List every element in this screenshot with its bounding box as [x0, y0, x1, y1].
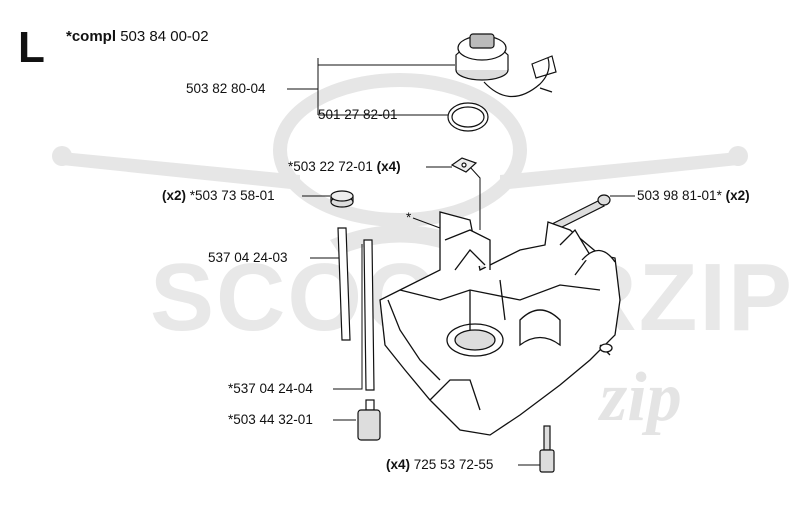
- damper-plate-icon: [450, 157, 478, 173]
- label-rubber-grommet: (x2) *503 73 58-01: [162, 188, 275, 204]
- rubber-grommet-icon: [330, 190, 354, 208]
- watermark-script: zip: [598, 359, 682, 436]
- fuel-line-short-icon: [337, 227, 351, 341]
- kit-label: *compl 503 84 00-02: [66, 28, 209, 45]
- fuel-filter-icon: [357, 399, 381, 441]
- bolt-number: 725 53 72-55: [413, 457, 494, 472]
- fuel-line-long-icon: [363, 239, 375, 391]
- grommet-qty: (x2): [162, 188, 187, 203]
- bolt-qty: (x4): [386, 457, 411, 472]
- damper-plate-number: *503 22 72-01: [288, 159, 373, 174]
- leader-lines: [287, 58, 635, 466]
- label-screw: 503 98 81-01* (x2): [637, 188, 750, 204]
- fuel-cap-icon: [455, 33, 557, 98]
- bolt-icon: [539, 425, 555, 473]
- watermark-logo: [52, 73, 748, 255]
- label-fuel-line-long: *537 04 24-04: [228, 381, 313, 396]
- label-fuel-filter: *503 44 32-01: [228, 412, 313, 427]
- kit-prefix: *compl: [66, 28, 117, 45]
- fuel-tank-housing-icon: [379, 211, 621, 436]
- label-bolt: (x4) 725 53 72-55: [386, 457, 493, 473]
- label-fuel-line-short: 537 04 24-03: [208, 250, 288, 265]
- kit-number: 503 84 00-02: [120, 28, 209, 45]
- label-fuel-cap: 503 82 80-04: [186, 81, 266, 96]
- label-tank-asterisk: *: [406, 210, 412, 225]
- label-damper-plate: *503 22 72-01 (x4): [288, 159, 401, 175]
- o-ring-icon: [447, 102, 489, 132]
- section-letter: L: [18, 23, 45, 72]
- screw-qty: (x2): [725, 188, 750, 203]
- screw-number: 503 98 81-01*: [637, 188, 722, 203]
- grommet-number: *503 73 58-01: [189, 188, 275, 203]
- damper-plate-qty: (x4): [376, 159, 401, 174]
- label-o-ring: 501 27 82-01: [318, 107, 398, 122]
